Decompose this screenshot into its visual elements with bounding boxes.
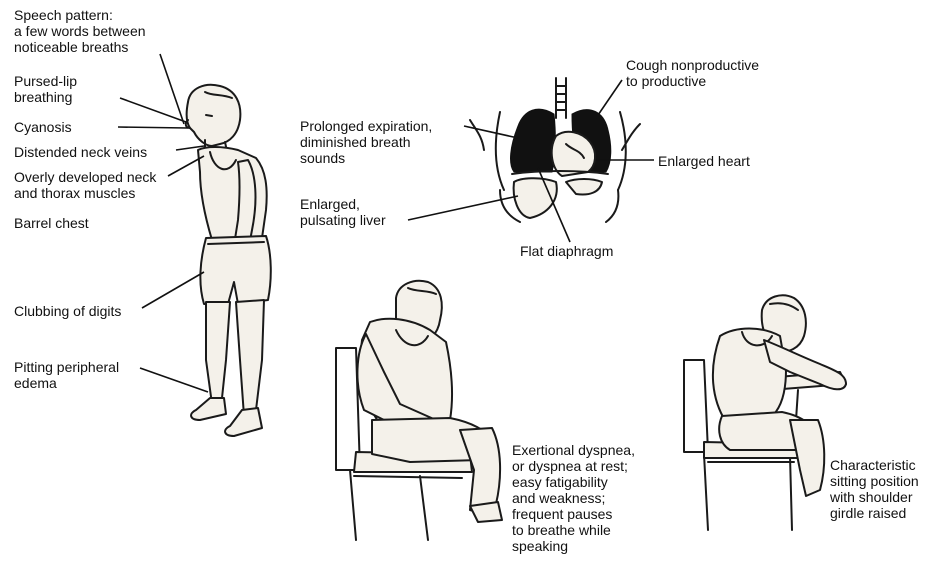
- sitting-position-label: Characteristic sitting position with sho…: [830, 457, 919, 521]
- cough-label: Cough nonproductive to productive: [626, 57, 759, 89]
- barrel-chest-label: Barrel chest: [14, 215, 89, 231]
- edema-label: Pitting peripheral edema: [14, 359, 119, 391]
- clubbing-label: Clubbing of digits: [14, 303, 121, 319]
- dyspnea-label: Exertional dyspnea, or dyspnea at rest; …: [512, 442, 635, 554]
- seated-man-figure: [336, 281, 502, 540]
- expiration-label: Prolonged expiration, diminished breath …: [300, 118, 432, 166]
- speech-pattern-label: Speech pattern: a few words between noti…: [14, 7, 146, 55]
- left-lung: [511, 109, 556, 172]
- neck-muscles-label: Overly developed neck and thorax muscles: [14, 169, 156, 201]
- neck-veins-label: Distended neck veins: [14, 144, 147, 160]
- enlarged-heart-label: Enlarged heart: [658, 153, 750, 169]
- liver-label: Enlarged, pulsating liver: [300, 196, 386, 228]
- diaphragm-label: Flat diaphragm: [520, 243, 613, 259]
- leaning-man-figure: [684, 295, 846, 530]
- standing-man-figure: [186, 85, 271, 436]
- cyanosis-label: Cyanosis: [14, 119, 72, 135]
- pursed-lip-label: Pursed-lip breathing: [14, 73, 77, 105]
